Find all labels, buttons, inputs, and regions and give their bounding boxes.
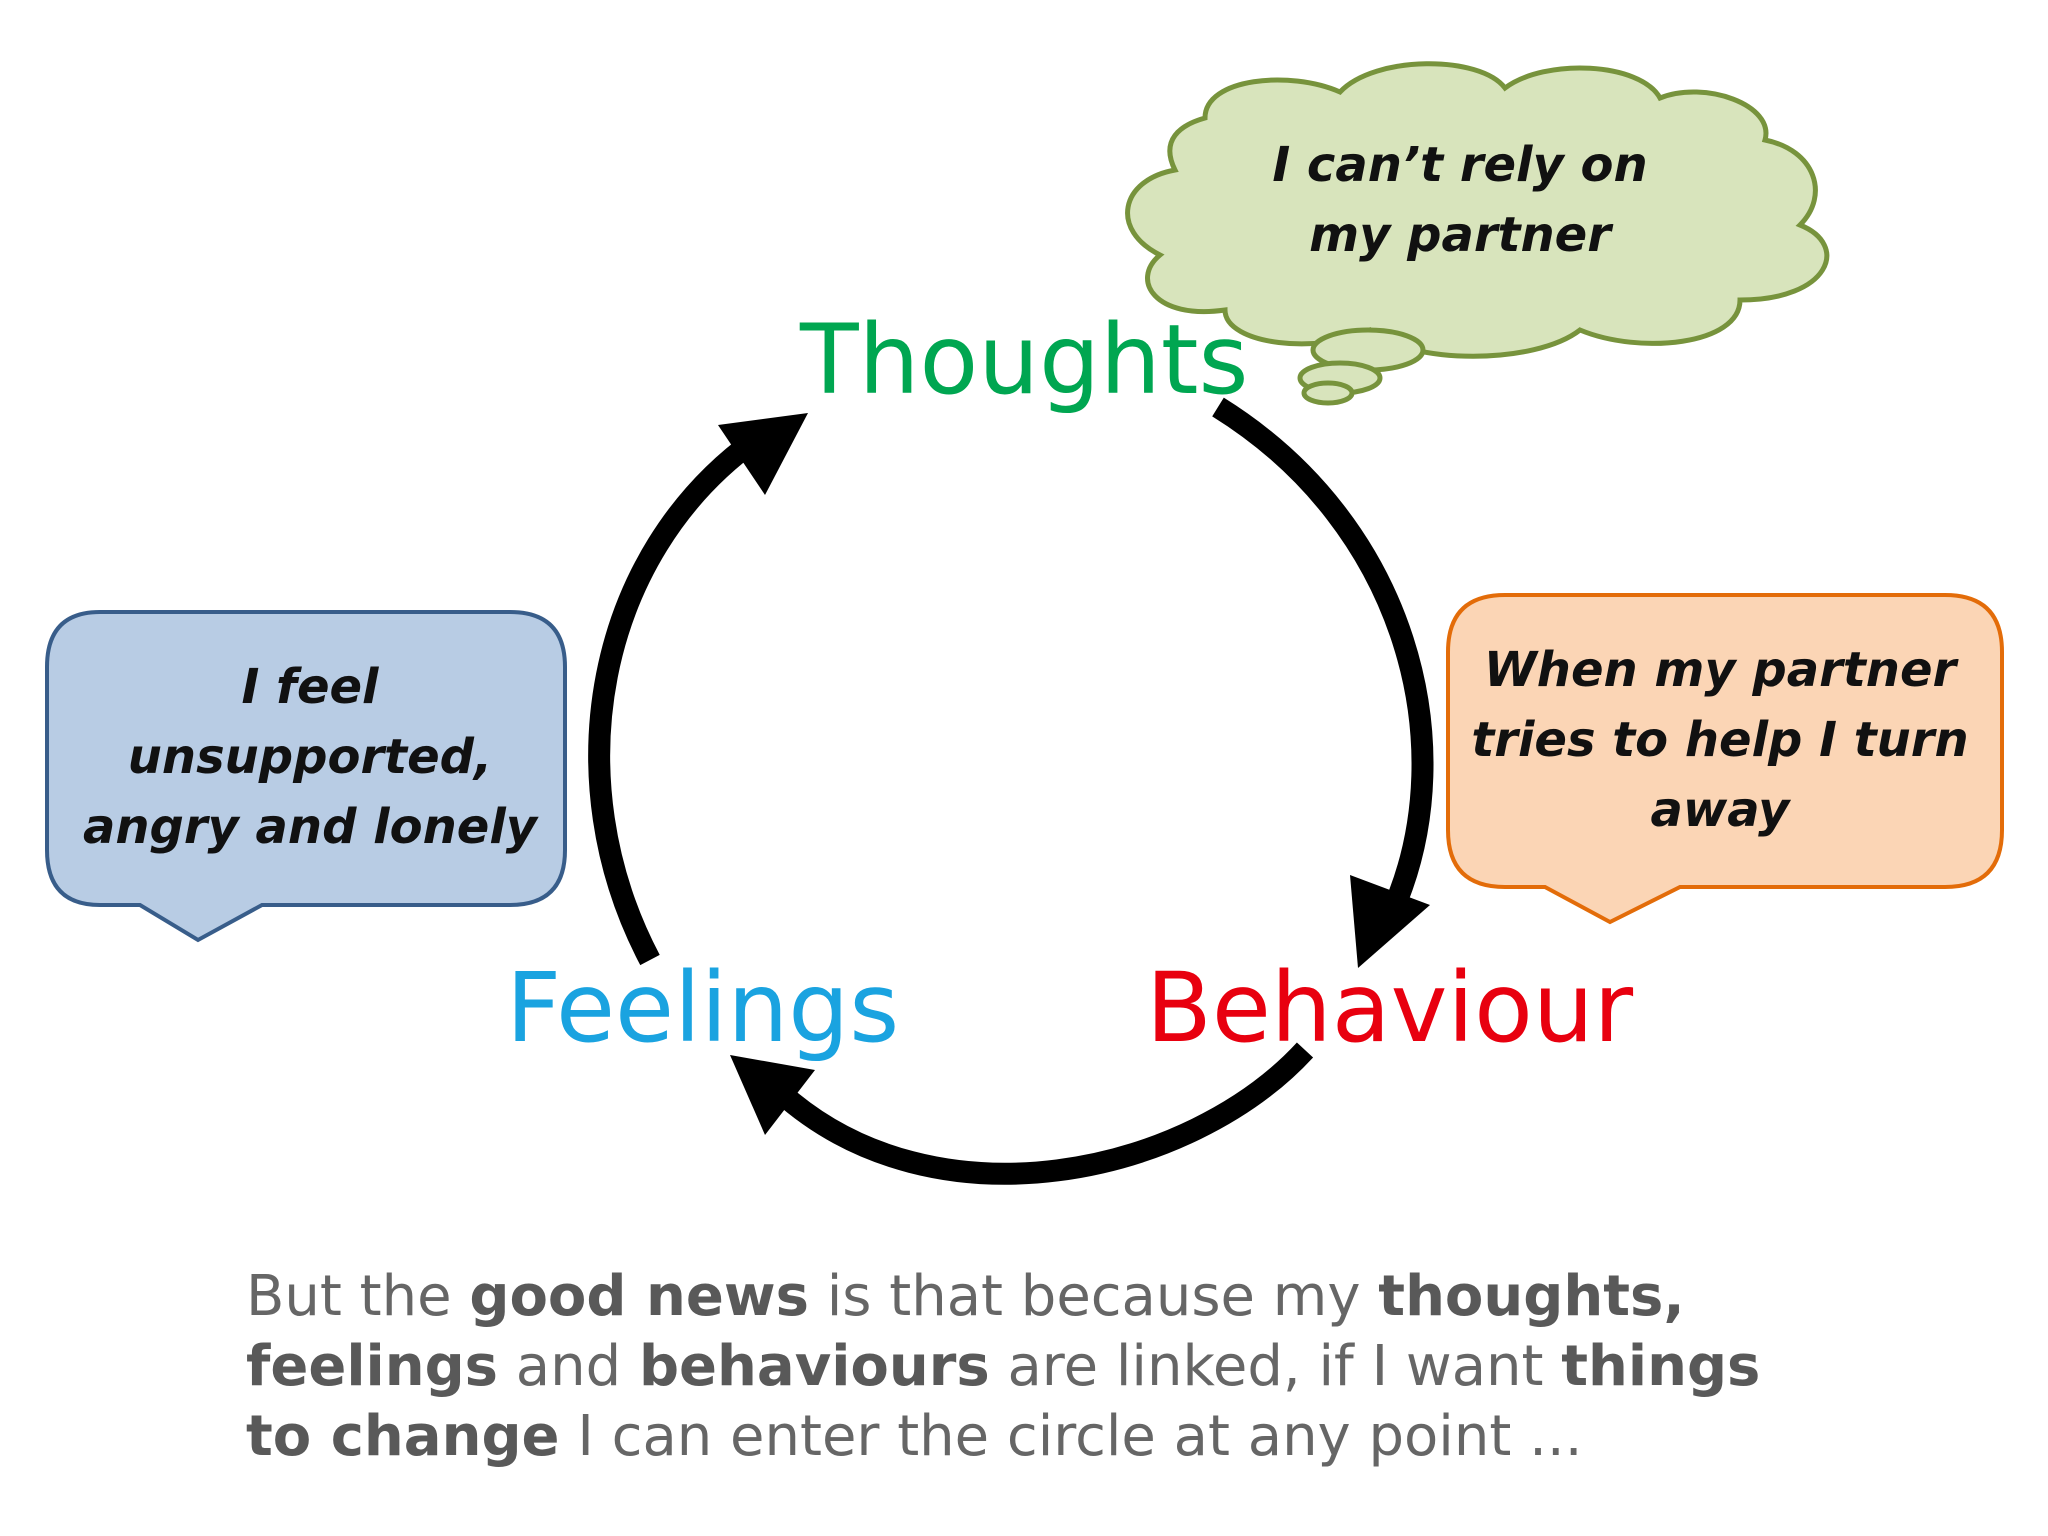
feeling-line: I feel bbox=[241, 659, 379, 715]
feeling-line: unsupported, bbox=[127, 729, 493, 785]
thought-cloud bbox=[1125, 61, 1830, 406]
footer-text: But the bbox=[246, 1264, 470, 1329]
thoughts-label: Thoughts bbox=[800, 304, 1249, 416]
footer-bold-text: things bbox=[1561, 1334, 1761, 1399]
arrow-thoughts-to-behaviour bbox=[1212, 397, 1434, 910]
behaviour-line: When my partner bbox=[1483, 642, 1957, 698]
footer-bold-text: good news bbox=[469, 1264, 809, 1329]
footer-text: and bbox=[498, 1334, 639, 1399]
arrow-feelings-to-thoughts-head bbox=[718, 413, 808, 495]
arrow-behaviour-to-feelings bbox=[772, 1042, 1314, 1185]
behaviour-line: away bbox=[1650, 782, 1790, 838]
footer-bold-text: feelings bbox=[246, 1334, 498, 1399]
footer-caption: But the good news is that because my tho… bbox=[246, 1262, 1886, 1472]
behaviour-line: tries to help I turn bbox=[1471, 712, 1969, 768]
arrow-thoughts-to-behaviour-head bbox=[1350, 875, 1430, 968]
feeling-speech-bubble bbox=[45, 610, 567, 943]
footer-bold-text: to change bbox=[246, 1404, 560, 1469]
arrow-behaviour-to-feelings-head bbox=[730, 1055, 815, 1135]
behaviour-label: Behaviour bbox=[1146, 952, 1634, 1064]
arrow-feelings-to-thoughts bbox=[588, 431, 762, 966]
footer-bold-text: behaviours bbox=[638, 1334, 990, 1399]
thought-text: I can’t rely on my partner bbox=[1180, 130, 1740, 270]
footer-text: is that because my bbox=[808, 1264, 1379, 1329]
thought-cloud-shape bbox=[1125, 61, 1830, 359]
thought-bubble-small bbox=[1301, 380, 1355, 406]
thought-line: I can’t rely on bbox=[1272, 137, 1648, 193]
feelings-label: Feelings bbox=[506, 952, 900, 1064]
feeling-text: I feel unsupported, angry and lonely bbox=[60, 652, 560, 862]
behaviour-speech-bubble bbox=[1446, 593, 2004, 925]
behaviour-text: When my partner tries to help I turn awa… bbox=[1450, 635, 1990, 845]
thought-line: my partner bbox=[1309, 207, 1611, 263]
footer-bold-text: thoughts, bbox=[1378, 1264, 1685, 1329]
footer-text: are linked, if I want bbox=[989, 1334, 1562, 1399]
footer-text: I can enter the circle at any point ... bbox=[559, 1404, 1583, 1469]
feeling-line: angry and lonely bbox=[82, 799, 538, 855]
